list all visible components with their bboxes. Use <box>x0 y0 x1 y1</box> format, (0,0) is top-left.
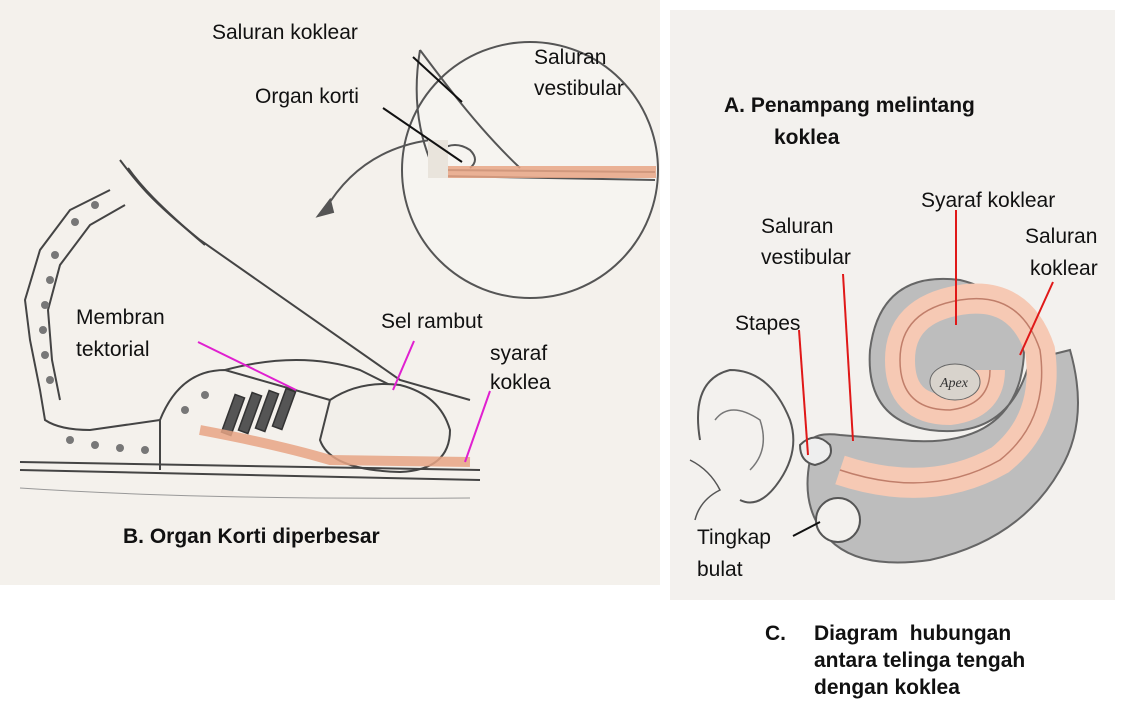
caption-panel-c-line2: antara telinga tengah <box>765 647 1025 674</box>
label-tingkap-line2: bulat <box>697 558 743 582</box>
caption-panel-c-prefix: C. <box>765 620 814 647</box>
apex-text: Apex <box>939 376 969 391</box>
caption-panel-b: B. Organ Korti diperbesar <box>123 524 380 550</box>
label-sel-rambut: Sel rambut <box>381 310 483 334</box>
label-saluran-vestibular-c-line1: Saluran <box>761 215 833 239</box>
label-membran-line2: tektorial <box>76 338 150 362</box>
label-saluran-vestibular-a-line2: vestibular <box>534 77 624 101</box>
caption-panel-c-line1: Diagram hubungan <box>814 622 1011 645</box>
round-window <box>816 498 860 542</box>
label-saluran-vestibular-a-line1: Saluran <box>534 46 606 70</box>
label-syaraf-koklear: Syaraf koklear <box>921 189 1055 213</box>
label-stapes: Stapes <box>735 312 800 336</box>
label-saluran-koklear-c-line1: Saluran <box>1025 225 1097 249</box>
label-organ-korti: Organ korti <box>255 85 359 109</box>
label-saluran-koklear-a: Saluran koklear <box>212 21 358 45</box>
caption-panel-c: C.Diagram hubungan antara telinga tengah… <box>765 620 1025 701</box>
label-membran-line1: Membran <box>76 306 165 330</box>
label-saluran-koklear-c-line2: koklear <box>1030 257 1098 281</box>
stapes-shape <box>800 438 831 466</box>
caption-panel-a-line2: koklea <box>774 125 839 151</box>
label-saluran-vestibular-c-line2: vestibular <box>761 246 851 270</box>
label-syaraf-koklea-line2: koklea <box>490 371 551 395</box>
auditory-fiber-a <box>448 166 656 178</box>
label-syaraf-koklea-line1: syaraf <box>490 342 547 366</box>
label-tingkap-line1: Tingkap <box>697 526 771 550</box>
caption-panel-c-line3: dengan koklea <box>765 674 1025 701</box>
caption-panel-a-line1: A. Penampang melintang <box>724 93 975 119</box>
